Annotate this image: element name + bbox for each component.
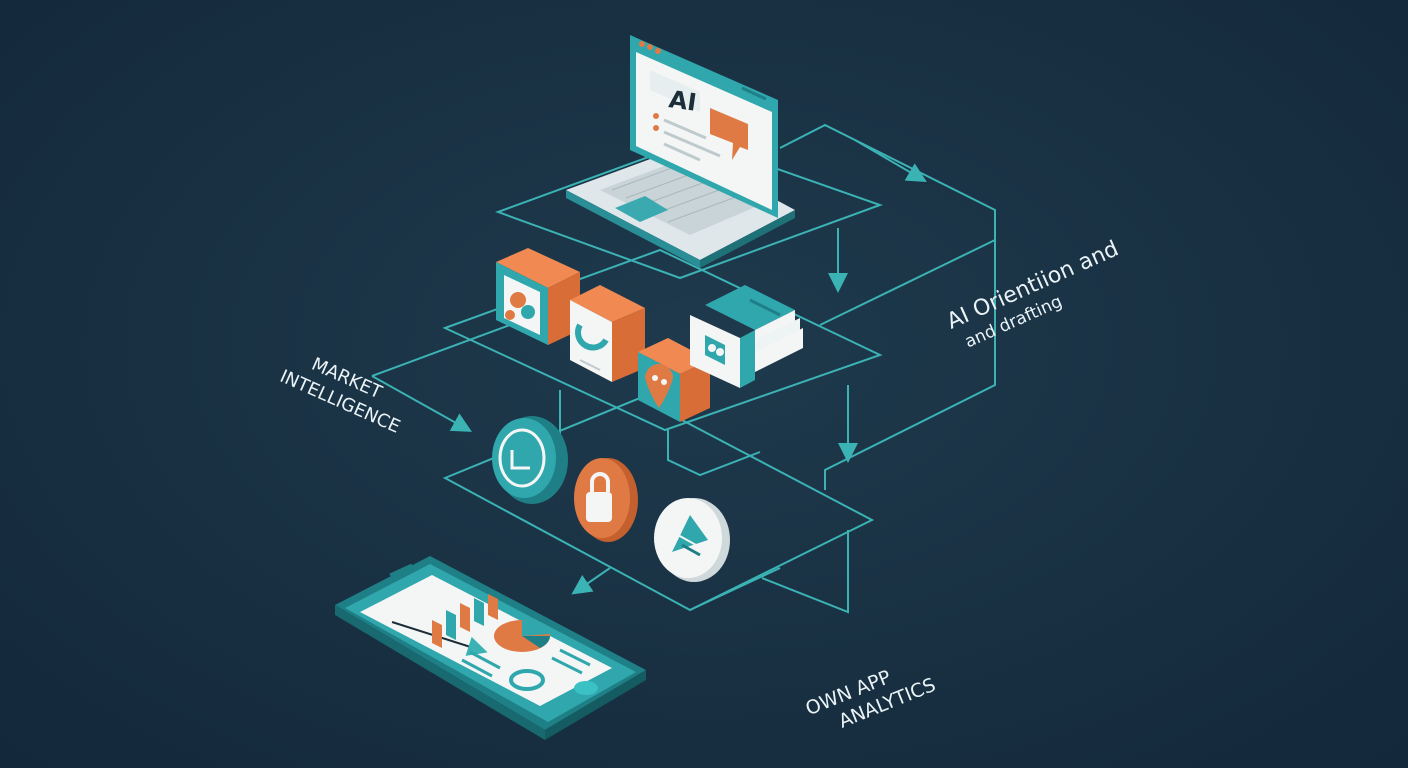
puzzle-cube-icon xyxy=(496,248,580,345)
chart-circle-icon xyxy=(492,416,568,504)
bird-circle-icon xyxy=(654,498,730,582)
stacked-papers-icon xyxy=(690,285,803,388)
smartphone xyxy=(335,556,646,740)
bottom-right-line xyxy=(761,530,849,614)
document-cube-icon xyxy=(570,285,645,382)
lower-plane xyxy=(442,396,875,612)
market-intelligence-label: MARKET INTELLIGENCE xyxy=(277,354,404,438)
bar-chart-icon xyxy=(391,594,498,656)
chat-bubble-icon xyxy=(710,108,748,160)
ai-orientation-label: AI Orientiion and and drafting xyxy=(943,236,1122,352)
own-app-analytics-label: OWN APP ANALYTICS xyxy=(802,666,938,733)
laptop-screen-text: AI xyxy=(667,85,698,117)
laptop: AI xyxy=(566,35,795,268)
lock-circle-icon xyxy=(574,458,638,542)
connector-lines xyxy=(371,123,996,614)
trackpad xyxy=(615,196,668,222)
home-button xyxy=(574,681,598,695)
keyboard xyxy=(600,160,760,235)
middle-plane xyxy=(442,248,883,432)
pie-chart-icon xyxy=(494,619,550,652)
top-plane xyxy=(495,138,883,280)
right-path-line xyxy=(779,123,996,490)
